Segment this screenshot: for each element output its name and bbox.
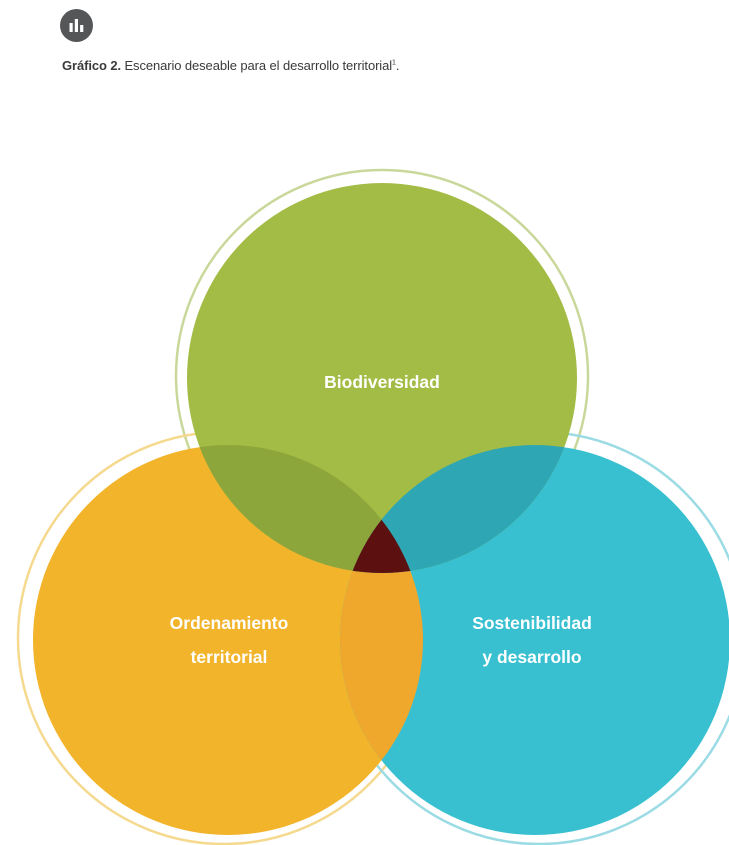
caption-end: . [395,58,400,73]
bar-chart-icon [60,9,93,42]
label-biodiversidad: Biodiversidad [324,372,440,392]
overlap-top-right [340,445,577,573]
label-ordenamiento-line2: territorial [191,647,268,667]
label-sostenibilidad-line2: y desarrollo [482,647,581,667]
label-sostenibilidad-line1: Sostenibilidad [472,613,592,633]
overlap-top-left [187,445,423,573]
caption-text: Escenario deseable para el desarrollo te… [120,58,393,73]
caption-label: Gráfico 2. [62,58,121,73]
label-ordenamiento-line1: Ordenamiento [170,613,289,633]
figure-caption: Gráfico 2. Escenario deseable para el de… [62,58,399,73]
caption-footnote: 1 [392,59,396,67]
